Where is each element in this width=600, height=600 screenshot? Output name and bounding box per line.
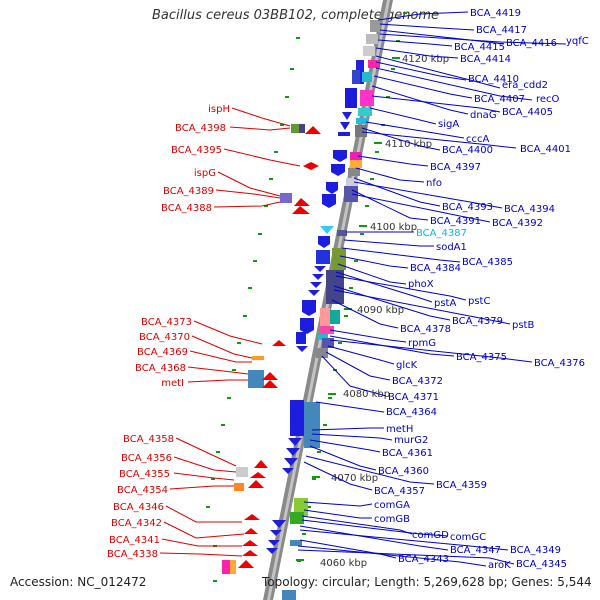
gene-label[interactable]: comGB: [374, 514, 410, 525]
gene-label[interactable]: comGC: [450, 532, 486, 543]
gene-label[interactable]: BCA_4410: [468, 74, 519, 85]
gene-label[interactable]: BCA_4375: [456, 352, 507, 363]
gene-label[interactable]: BCA_4354: [117, 485, 168, 496]
gene-label[interactable]: BCA_4384: [410, 263, 461, 274]
gene-label[interactable]: BCA_4385: [462, 257, 513, 268]
gene-label[interactable]: BCA_4372: [392, 376, 443, 387]
gene-label[interactable]: BCA_4355: [119, 469, 170, 480]
gene-label[interactable]: BCA_4357: [374, 486, 425, 497]
gene-label[interactable]: BCA_4401: [520, 144, 571, 155]
gene-label[interactable]: BCA_4360: [378, 466, 429, 477]
gene-label[interactable]: BCA_4338: [107, 549, 158, 560]
gene-label[interactable]: murG2: [394, 435, 428, 446]
right-gene-labels: BCA_4419 BCA_4417 BCA_4416 yqfC BCA_4415…: [374, 8, 589, 571]
scale-tick-label: 4110 kbp: [385, 139, 432, 150]
gene-label[interactable]: metH: [386, 424, 413, 435]
scale-tick-label: 4060 kbp: [320, 558, 367, 569]
gene-label[interactable]: BCA_4395: [171, 145, 222, 156]
gene-label[interactable]: BCA_4379: [452, 316, 503, 327]
gene-label[interactable]: BCA_4415: [454, 42, 505, 53]
gene-label[interactable]: BCA_4373: [141, 317, 192, 328]
gene-label[interactable]: sigA: [438, 119, 459, 130]
gene-label[interactable]: BCA_4392: [492, 218, 543, 229]
gene-label[interactable]: BCA_4346: [113, 502, 164, 513]
gene-label[interactable]: BCA_4361: [382, 448, 433, 459]
gene-label[interactable]: ispG: [194, 168, 216, 179]
scale-tick-label: 4070 kbp: [331, 473, 378, 484]
scale-tick-label: 4080 kbp: [343, 389, 390, 400]
gene-label[interactable]: BCA_4371: [388, 392, 439, 403]
topology-text: Topology: circular; Length: 5,269,628 bp…: [262, 575, 592, 589]
gene-label[interactable]: BCA_4378: [400, 324, 451, 335]
genome-title: Bacillus cereus 03BB102, complete genome: [152, 8, 440, 23]
gene-label[interactable]: BCA_4400: [442, 145, 493, 156]
gene-label[interactable]: comGD: [412, 530, 449, 541]
reverse-strand-features: [222, 124, 321, 574]
gene-label[interactable]: BCA_4347: [450, 545, 501, 556]
gene-label[interactable]: dnaG: [470, 110, 497, 121]
gene-label[interactable]: BCA_4405: [502, 107, 553, 118]
gene-label[interactable]: comGA: [374, 500, 410, 511]
gene-label[interactable]: BCA_4394: [504, 204, 555, 215]
gene-label[interactable]: cccA: [466, 134, 489, 145]
gene-label[interactable]: BCA_4368: [135, 363, 186, 374]
gene-label[interactable]: BCA_4370: [139, 332, 190, 343]
gene-label[interactable]: BCA_4407: [474, 94, 525, 105]
gene-label[interactable]: yqfC: [566, 36, 589, 47]
left-gene-labels: ispH BCA_4398 BCA_4395 ispG BCA_4389 BCA…: [107, 104, 230, 560]
gene-label[interactable]: BCA_4358: [123, 434, 174, 445]
gene-label[interactable]: metI: [161, 378, 184, 389]
gene-label[interactable]: BCA_4398: [175, 123, 226, 134]
gene-label[interactable]: BCA_4369: [137, 347, 188, 358]
scale-tick-label: 4100 kbp: [370, 222, 417, 233]
scale-tick-label: 4090 kbp: [357, 305, 404, 316]
minor-tick-track: [206, 12, 407, 582]
gene-label[interactable]: BCA_4397: [430, 162, 481, 173]
gene-label[interactable]: BCA_4388: [161, 203, 212, 214]
gene-label[interactable]: BCA_4342: [111, 518, 162, 529]
gene-label[interactable]: era_cdd2: [502, 80, 548, 91]
gene-label[interactable]: BCA_4341: [109, 535, 160, 546]
gene-label[interactable]: BCA_4417: [476, 25, 527, 36]
gene-label[interactable]: pstA: [434, 298, 456, 309]
gene-label-highlighted[interactable]: BCA_4387: [416, 228, 467, 239]
gene-label[interactable]: BCA_4414: [460, 54, 511, 65]
gene-label[interactable]: nfo: [426, 178, 442, 189]
gene-label[interactable]: BCA_4356: [121, 453, 172, 464]
gene-label[interactable]: pstC: [468, 296, 490, 307]
gene-label[interactable]: pstB: [512, 320, 534, 331]
gene-label[interactable]: ispH: [208, 104, 230, 115]
scale-tick-label: 4120 kbp: [402, 54, 449, 65]
gene-label[interactable]: BCA_4391: [430, 216, 481, 227]
left-label-connectors: [159, 107, 301, 557]
gene-label[interactable]: BCA_4349: [510, 545, 561, 556]
scale-ticks: 4120 kbp 4110 kbp 4100 kbp 4090 kbp 4080…: [296, 54, 449, 569]
gene-label[interactable]: glcK: [396, 360, 418, 371]
gene-label[interactable]: BCA_4393: [442, 202, 493, 213]
forward-strand-features: [266, 20, 380, 600]
gene-label[interactable]: BCA_4376: [534, 358, 585, 369]
gene-label[interactable]: BCA_4343: [398, 554, 449, 565]
gene-label[interactable]: BCA_4419: [470, 8, 521, 19]
gene-label[interactable]: BCA_4345: [516, 559, 567, 570]
gene-label[interactable]: BCA_4416: [506, 38, 557, 49]
accession-text: Accession: NC_012472: [10, 575, 147, 589]
gene-label[interactable]: phoX: [408, 279, 434, 290]
gene-label[interactable]: rpmG: [408, 338, 436, 349]
right-label-connectors: [297, 11, 567, 567]
gene-label[interactable]: BCA_4389: [163, 186, 214, 197]
gene-label[interactable]: BCA_4364: [386, 407, 437, 418]
gene-label[interactable]: sodA1: [436, 242, 467, 253]
gene-label[interactable]: BCA_4359: [436, 480, 487, 491]
gene-label[interactable]: recO: [536, 94, 560, 105]
gene-label[interactable]: aroK: [488, 560, 511, 571]
